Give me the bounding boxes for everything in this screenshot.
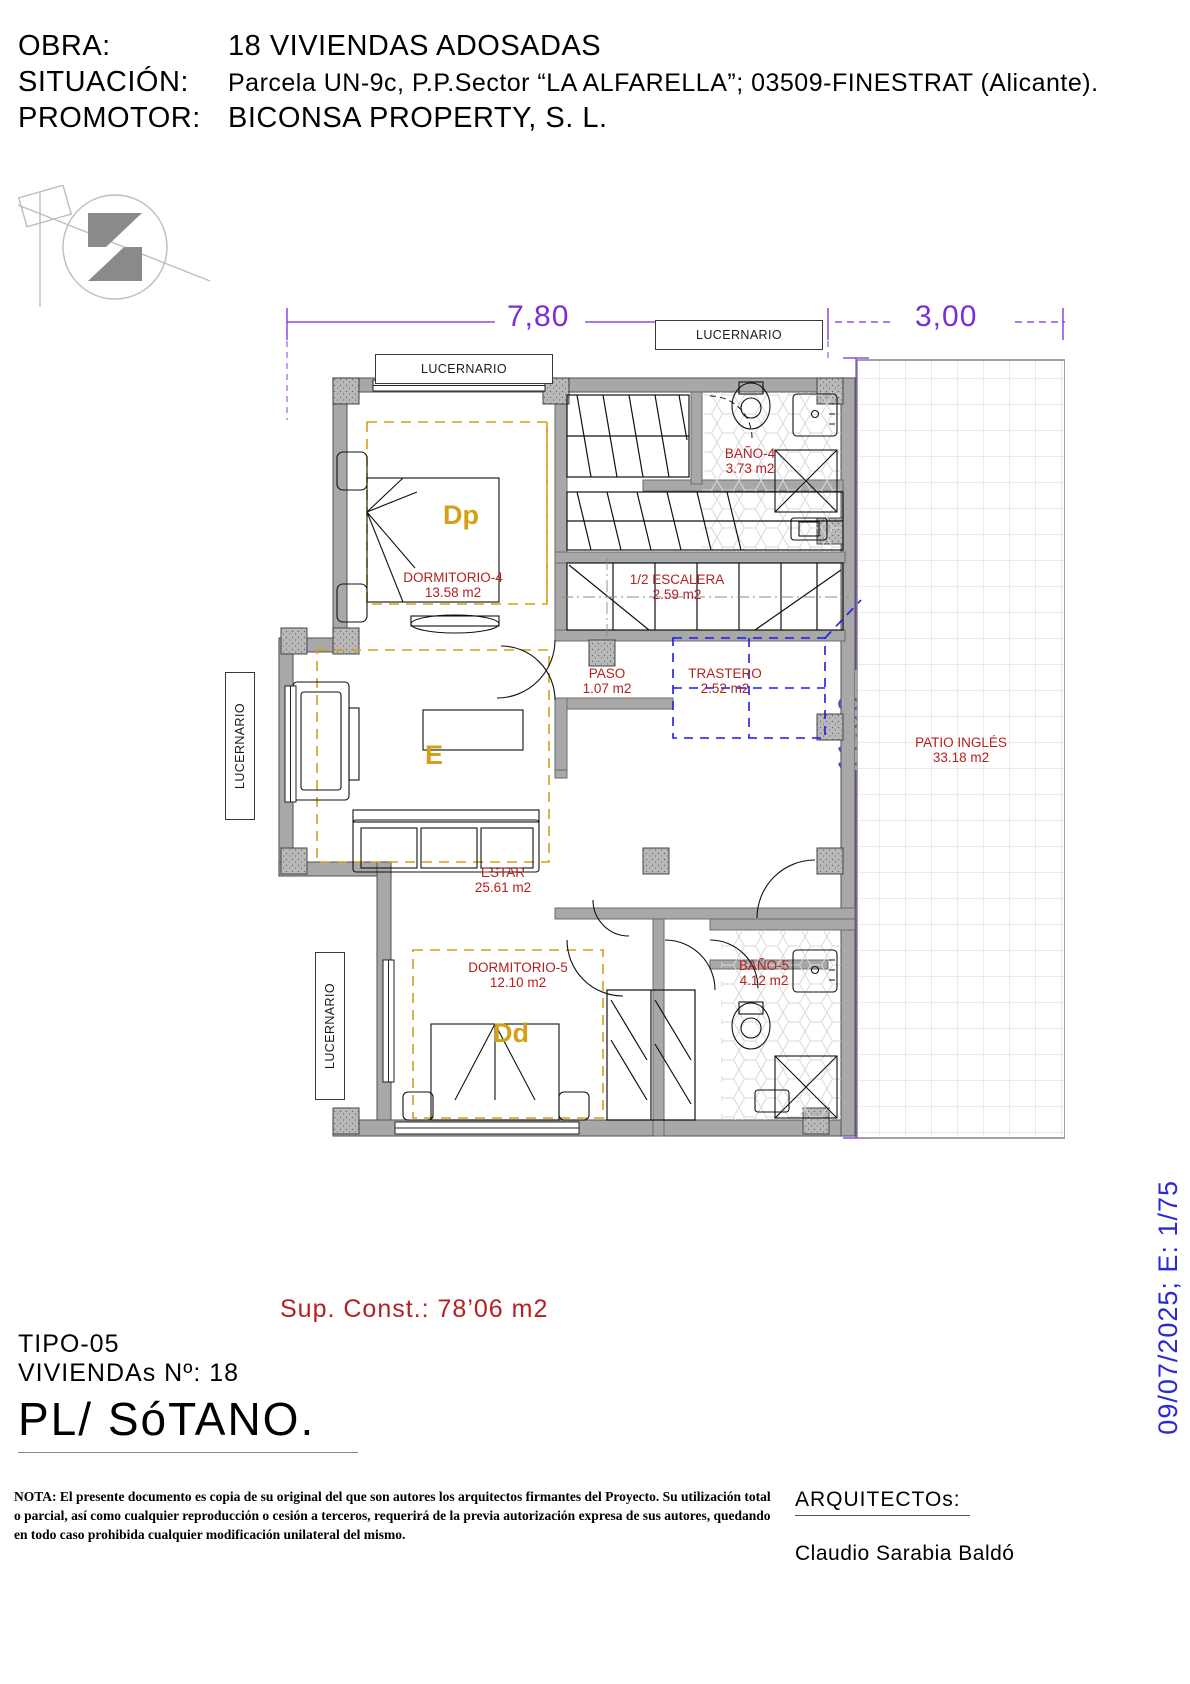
skylight-label-top-right: LUCERNARIO <box>655 320 823 350</box>
room-label-estar: ESTAR 25.61 m2 <box>423 865 583 895</box>
type-label: TIPO-05 <box>18 1330 120 1358</box>
project-header: OBRA: 18 VIVIENDAS ADOSADAS SITUACIÓN: P… <box>18 30 1138 138</box>
legal-note: NOTA: El presente documento es copia de … <box>14 1489 771 1542</box>
room-area-bano-5: 4.12 m2 <box>739 973 789 988</box>
header-value-situacion: Parcela UN-9c, P.P.Sector “LA ALFARELLA”… <box>228 69 1099 97</box>
architects-block: ARQUITECTOs: Claudio Sarabia Baldó <box>795 1488 1125 1566</box>
architects-divider <box>795 1515 970 1516</box>
skylight-label-left-upper: LUCERNARIO <box>225 672 255 820</box>
north-arrow <box>10 184 220 315</box>
room-area-trastero: 2.52 m2 <box>700 681 750 696</box>
furniture-key-e: E <box>425 740 444 770</box>
room-area-bano-4: 3.73 m2 <box>725 461 775 476</box>
room-name-media-escalera: 1/2 ESCALERA <box>629 572 725 587</box>
room-name-dormitorio-5: DORMITORIO-5 <box>468 960 568 975</box>
room-area-dormitorio-4: 13.58 m2 <box>424 585 482 600</box>
room-label-dormitorio-4: DORMITORIO-4 13.58 m2 <box>353 570 553 600</box>
drawing-titles: TIPO-05 VIVIENDAs Nº: 18 PL/ SóTANO. <box>18 1330 578 1453</box>
drawing-date-scale: 09/07/2025; E: 1/75 <box>1153 1180 1183 1435</box>
dwellings-count-label: VIVIENDAs Nº: 18 <box>18 1359 240 1387</box>
header-row-promotor: PROMOTOR: BICONSA PROPERTY, S. L. <box>18 102 1138 138</box>
dimension-top-right: 3,00 <box>915 300 978 333</box>
room-name-bano-5: BAÑO-5 <box>738 958 790 973</box>
constructed-surface-label: Sup. Const.: 78’06 m2 <box>280 1295 549 1323</box>
header-label-promotor: PROMOTOR: <box>18 102 201 134</box>
header-label-situacion: SITUACIÓN: <box>18 66 189 98</box>
room-area-estar: 25.61 m2 <box>474 880 532 895</box>
furniture-key-dp: Dp <box>443 500 479 530</box>
skylight-label-left-lower: LUCERNARIO <box>315 952 345 1100</box>
room-label-trastero: TRASTERO 2.52 m2 <box>661 666 789 696</box>
header-row-obra: OBRA: 18 VIVIENDAS ADOSADAS <box>18 30 1138 66</box>
room-name-estar: ESTAR <box>480 865 525 880</box>
room-label-bano-5: BAÑO-5 4.12 m2 <box>701 958 827 988</box>
skylight-label-top-left: LUCERNARIO <box>375 354 553 384</box>
room-label-paso: PASO 1.07 m2 <box>561 666 653 696</box>
room-name-dormitorio-4: DORMITORIO-4 <box>403 570 503 585</box>
room-area-paso: 1.07 m2 <box>582 681 632 696</box>
header-label-obra: OBRA: <box>18 30 111 62</box>
architect-name: Claudio Sarabia Baldó <box>795 1542 1015 1565</box>
room-label-media-escalera: 1/2 ESCALERA 2.59 m2 <box>597 572 757 602</box>
room-area-patio-ingles: 33.18 m2 <box>932 750 990 765</box>
architects-label: ARQUITECTOs: <box>795 1488 961 1511</box>
room-name-bano-4: BAÑO-4 <box>724 446 776 461</box>
room-name-paso: PASO <box>588 666 626 681</box>
floor-name-label: PL/ SóTANO. <box>18 1393 316 1445</box>
header-row-situacion: SITUACIÓN: Parcela UN-9c, P.P.Sector “LA… <box>18 66 1138 102</box>
dimension-top-left: 7,80 <box>507 300 570 333</box>
room-name-trastero: TRASTERO <box>688 666 762 681</box>
room-label-bano-4: BAÑO-4 3.73 m2 <box>685 446 815 476</box>
furniture-key-dd: Dd <box>493 1018 529 1048</box>
room-area-dormitorio-5: 12.10 m2 <box>489 975 547 990</box>
header-value-obra: 18 VIVIENDAS ADOSADAS <box>228 30 602 62</box>
room-name-patio-ingles: PATIO INGLÉS <box>915 735 1007 750</box>
room-area-media-escalera: 2.59 m2 <box>652 587 702 602</box>
room-label-dormitorio-5: DORMITORIO-5 12.10 m2 <box>423 960 613 990</box>
header-value-promotor: BICONSA PROPERTY, S. L. <box>228 102 608 134</box>
title-divider <box>18 1452 358 1453</box>
floor-plan: 7,80 3,00 11,06 <box>225 300 1065 1180</box>
room-label-patio-ingles: PATIO INGLÉS 33.18 m2 <box>885 735 1037 765</box>
